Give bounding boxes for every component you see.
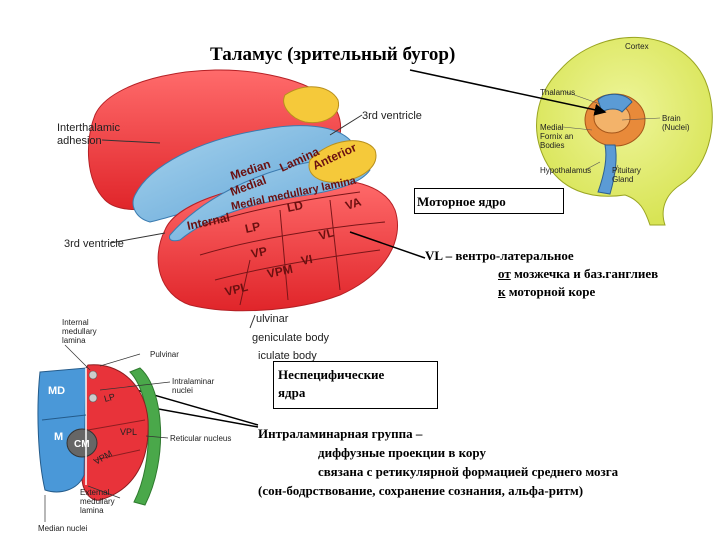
- vl-line-2: от мозжечка и баз.ганглиев: [425, 265, 658, 283]
- cm-label: CM: [74, 439, 90, 450]
- medial-fornix-label: Medial Fornix an Bodies: [540, 123, 573, 150]
- pulvinar-cross-label: Pulvinar: [150, 350, 179, 359]
- nonspecific-line-2: ядра: [278, 384, 433, 402]
- intralaminar-line-1: Интраламинарная группа –: [258, 424, 618, 443]
- intralaminar-description: Интраламинарная группа – диффузные проек…: [258, 424, 618, 500]
- cortex-label: Cortex: [625, 42, 649, 51]
- m-label: M: [54, 431, 63, 443]
- intralaminar-nuclei-label: Intralaminar nuclei: [172, 377, 214, 395]
- vl-line-3: к моторной коре: [425, 283, 658, 301]
- title-to-brain-arrow: [410, 70, 605, 112]
- vpl-label: VPL: [120, 427, 137, 437]
- thalamus-inset-label: Thalamus: [540, 88, 575, 97]
- vl-to-thalamus-arrow: [350, 232, 425, 258]
- reticular-nucleus-label: Reticular nucleus: [170, 434, 231, 443]
- nonspecific-nuclei-box: Неспецифические ядра: [273, 361, 438, 409]
- intralaminar-line-3: связана с ретикулярной формацией среднег…: [258, 462, 618, 481]
- cross-section-illustration: MD LP M CM VPL VPM: [0, 310, 260, 540]
- pituitary-label: Pituitary Gland: [612, 166, 641, 184]
- motor-nucleus-box: Моторное ядро: [414, 188, 564, 214]
- vl-line-1: VL – вентро-латеральное: [425, 247, 658, 265]
- internal-medullary-lamina-label: Internal medullary lamina: [62, 318, 97, 345]
- nonspecific-line-1: Неспецифические: [278, 366, 433, 384]
- external-medullary-lamina-label: External medullary lamina: [80, 488, 115, 515]
- vl-description: VL – вентро-латеральное от мозжечка и ба…: [425, 247, 658, 301]
- brain-stem-label: Brain (Nuclei): [662, 114, 690, 132]
- intralaminar-line-2: диффузные проекции в кору: [258, 443, 618, 462]
- md-label: MD: [48, 385, 65, 397]
- hypothalamus-label: Hypothalamus: [540, 166, 591, 175]
- intralaminar-line-4: (сон-бодрствование, сохранение сознания,…: [258, 481, 618, 500]
- median-nuclei-label: Median nuclei: [38, 524, 87, 533]
